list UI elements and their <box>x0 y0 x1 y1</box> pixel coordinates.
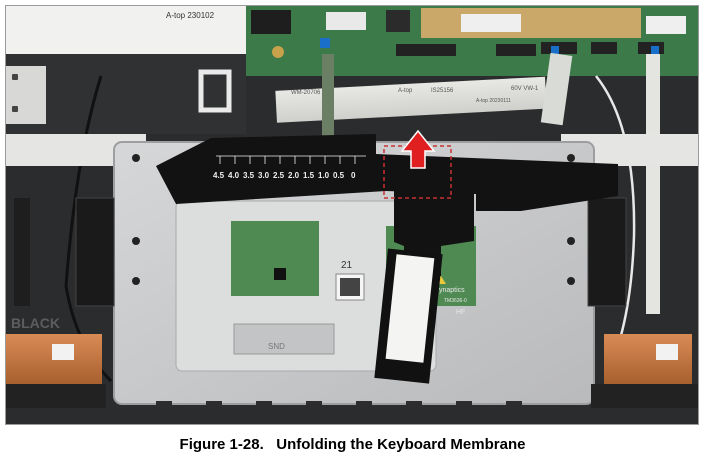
direction-arrow-up-icon <box>400 129 436 169</box>
ffc-ribbons: WM-20706 A-top IS25156 60V VW-1 A-top 20… <box>275 52 660 314</box>
svg-text:A-top: A-top <box>398 88 413 94</box>
svg-text:2.0: 2.0 <box>288 171 300 180</box>
speaker-center-right <box>587 197 627 307</box>
keyboard-membrane: 4.5 4.0 3.5 3.0 2.5 2.0 1.5 1.0 0.5 0 <box>156 134 618 384</box>
svg-text:0.5: 0.5 <box>333 171 345 180</box>
svg-text:2.5: 2.5 <box>273 171 285 180</box>
svg-text:60V VW-1: 60V VW-1 <box>511 86 539 92</box>
svg-text:HF: HF <box>456 309 465 316</box>
svg-text:3.0: 3.0 <box>258 171 270 180</box>
svg-text:A-top 20230111: A-top 20230111 <box>476 98 511 104</box>
svg-text:4.5: 4.5 <box>213 171 225 180</box>
svg-text:IS25156: IS25156 <box>431 88 454 94</box>
svg-text:BLACK: BLACK <box>11 315 60 331</box>
copper-foil-right <box>604 334 692 384</box>
speaker-center-left <box>75 197 115 307</box>
svg-text:4.0: 4.0 <box>228 171 240 180</box>
figure-number: Figure 1-28. <box>179 436 264 453</box>
svg-text:ynaptics: ynaptics <box>439 287 465 294</box>
svg-text:21: 21 <box>341 260 353 271</box>
svg-text:SND: SND <box>268 342 285 351</box>
bottom-clips <box>156 401 522 409</box>
svg-text:0: 0 <box>351 171 356 180</box>
svg-text:1.0: 1.0 <box>318 171 330 180</box>
touchpad-pcb-left <box>231 221 319 296</box>
svg-text:1.5: 1.5 <box>303 171 315 180</box>
figure-title: Unfolding the Keyboard Membrane <box>276 436 526 453</box>
speaker-left <box>14 198 30 306</box>
highlight-dashed-box <box>383 145 452 199</box>
disassembly-photo: A-top 230102 WM-20706 A-top IS25156 60V … <box>5 5 699 425</box>
board-sticker-text: A-top 230102 <box>166 11 215 20</box>
battery-label <box>6 6 246 54</box>
membrane-ruler: 4.5 4.0 3.5 3.0 2.5 2.0 1.5 1.0 0.5 0 <box>213 155 366 180</box>
figure-caption: Figure 1-28. Unfolding the Keyboard Memb… <box>0 436 705 453</box>
svg-text:3.5: 3.5 <box>243 171 255 180</box>
main-pcb <box>246 6 698 76</box>
svg-text:WM-20706: WM-20706 <box>291 90 321 96</box>
svg-text:TM3636-0: TM3636-0 <box>444 298 467 304</box>
